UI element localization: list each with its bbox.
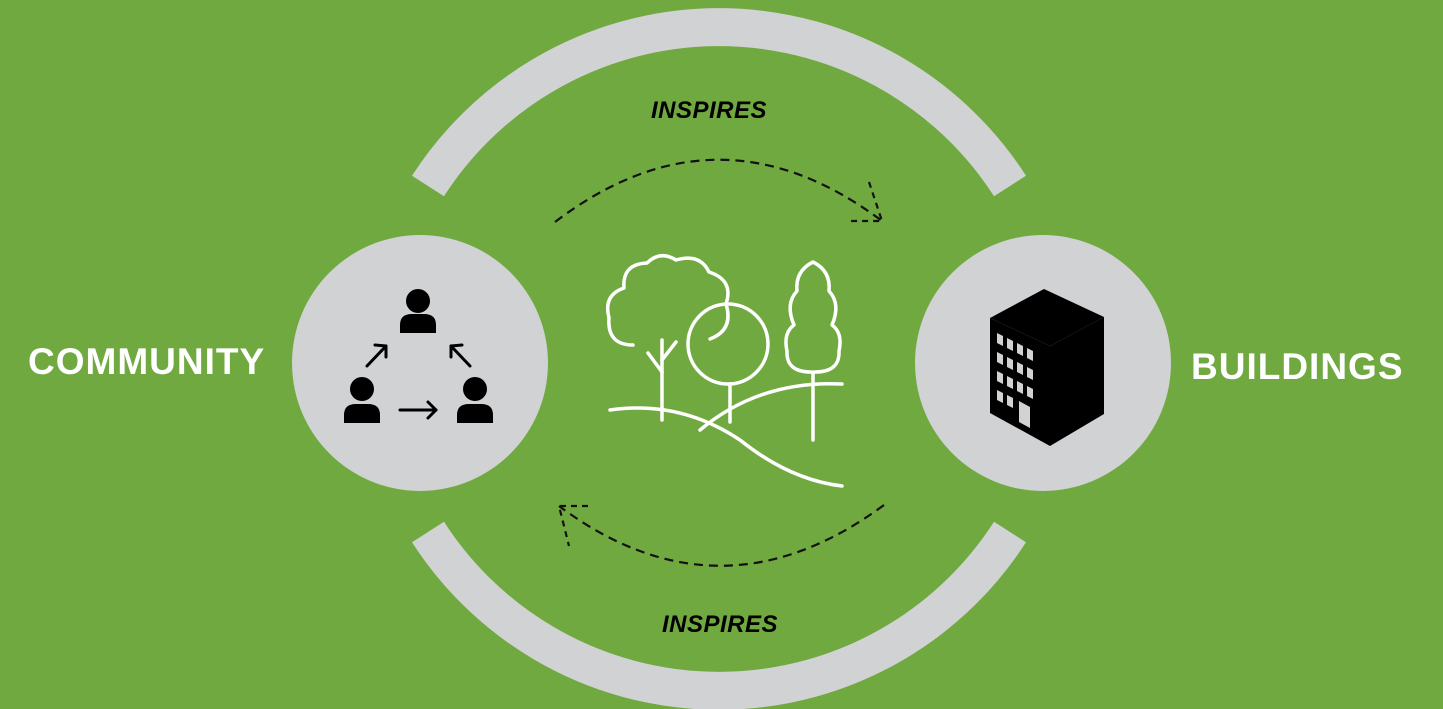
trees-landscape-icon <box>605 253 844 488</box>
people-arrows <box>365 343 472 420</box>
inspires-label-bottom: INSPIRES <box>662 611 779 638</box>
inspires-label-top: INSPIRES <box>651 97 768 124</box>
buildings-label: BUILDINGS <box>1191 346 1404 387</box>
people-network-icon <box>344 289 493 423</box>
community-circle <box>292 235 548 491</box>
flow-arrow-top <box>554 158 884 223</box>
community-label: COMMUNITY <box>28 341 266 382</box>
flow-arrow-bottom <box>557 504 885 567</box>
ring-arc-top <box>412 8 1026 197</box>
office-building-icon <box>990 289 1104 446</box>
ring-arc-bottom <box>412 521 1026 709</box>
